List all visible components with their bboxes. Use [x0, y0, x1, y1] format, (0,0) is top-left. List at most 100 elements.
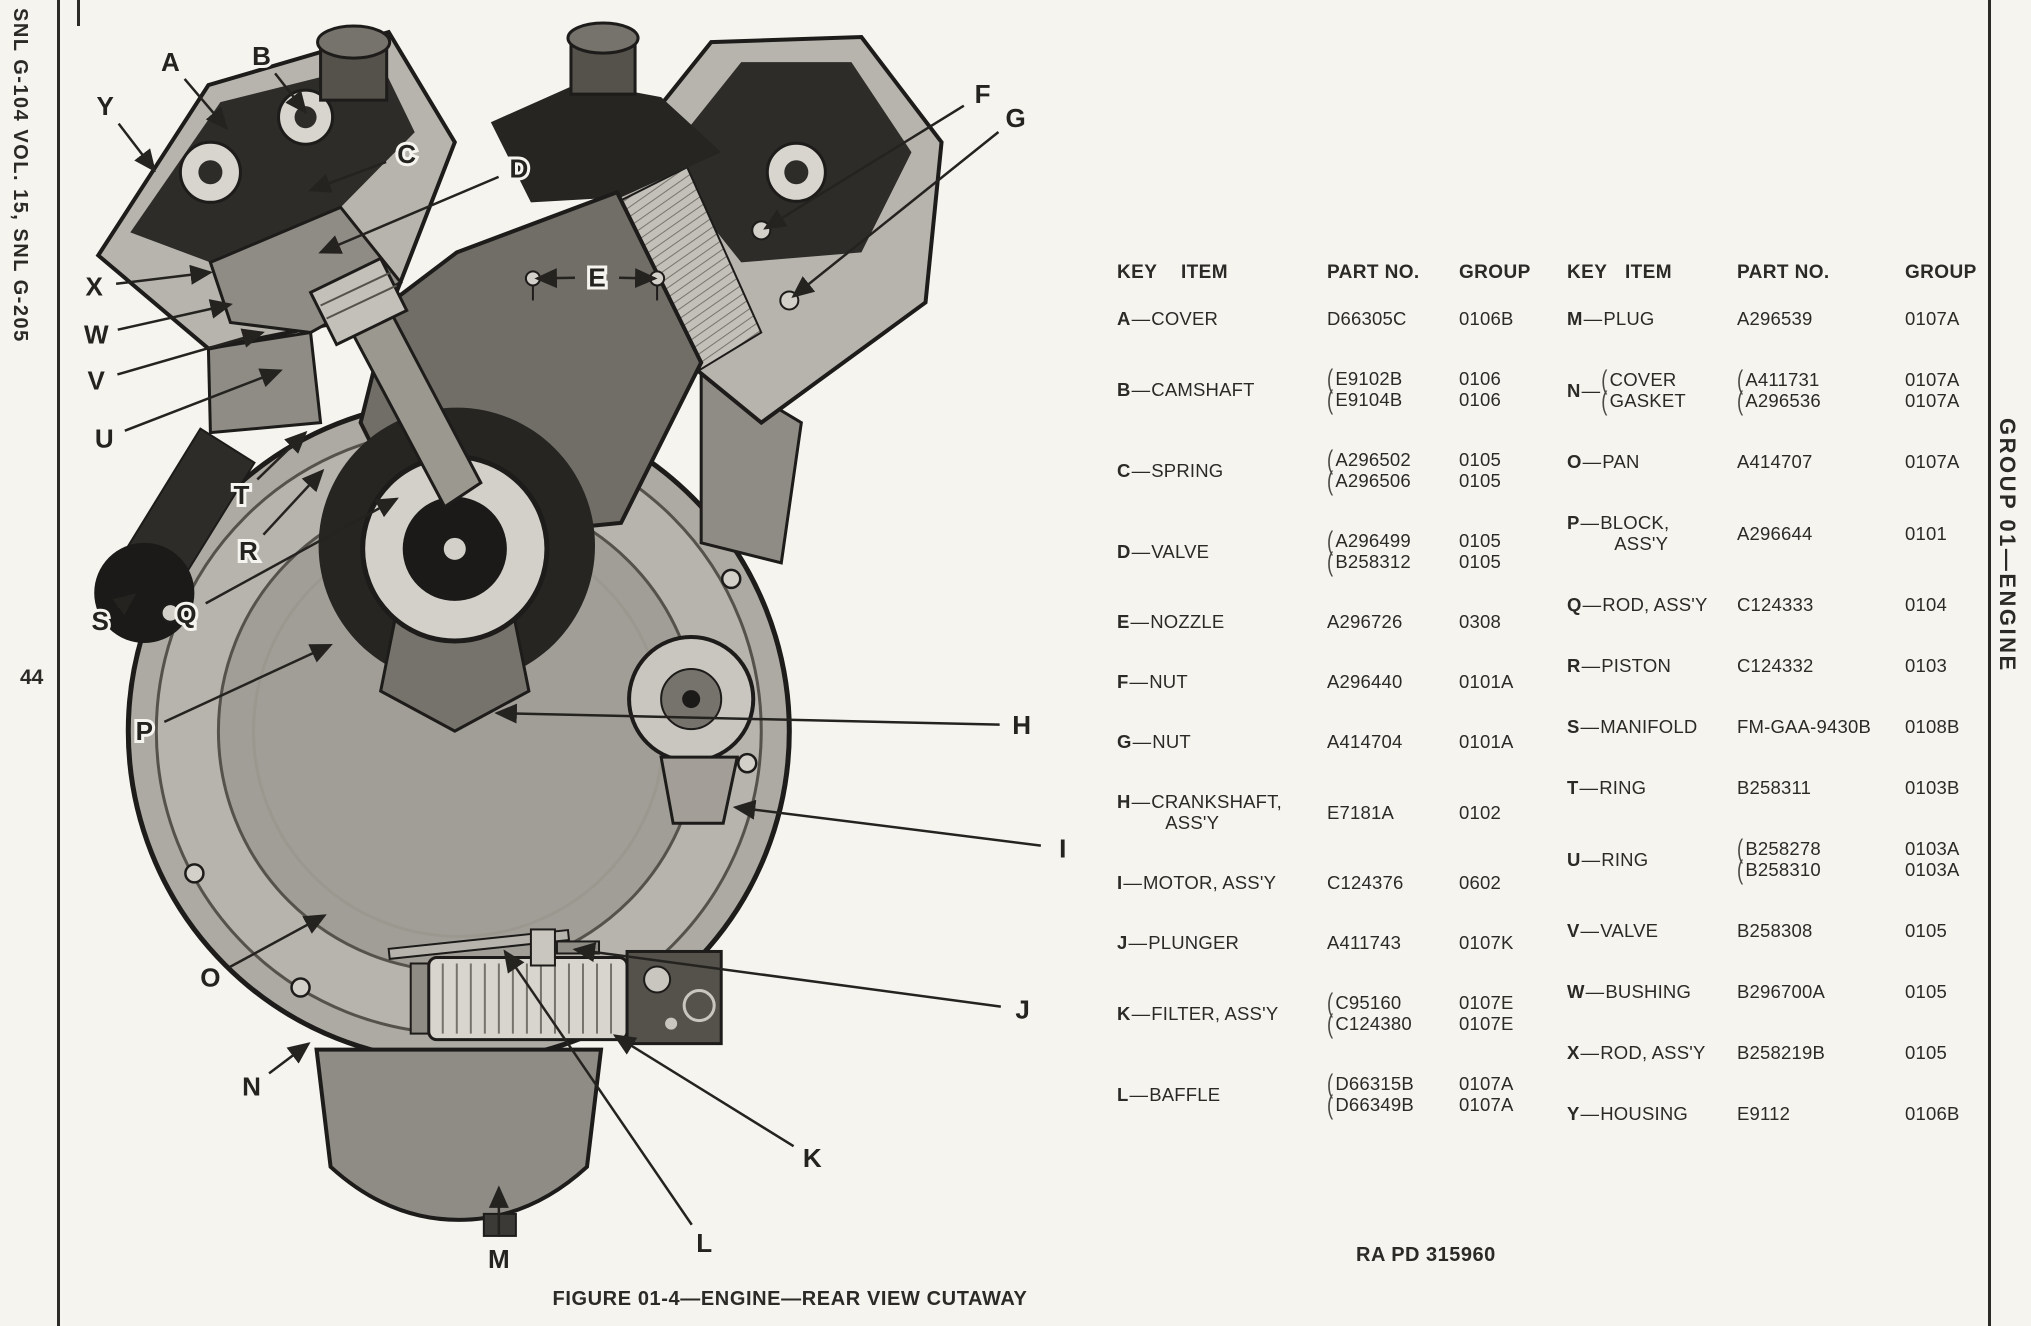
item-line: MOTOR, ASS'Y: [1143, 872, 1277, 893]
leader-line-L: [503, 949, 693, 1226]
row-key-separator: —: [1580, 716, 1600, 737]
group-no: 0107A: [1905, 390, 1960, 411]
row-key-item: E— NOZZLE: [1117, 611, 1327, 632]
row-key-separator: —: [1581, 848, 1601, 870]
row-groups: 0107K: [1459, 932, 1527, 953]
group-no: 0103A: [1905, 859, 1960, 880]
row-parts: E7181A: [1327, 802, 1459, 823]
row-key: V: [1567, 920, 1580, 941]
row-key: U: [1567, 848, 1581, 870]
row-key: H: [1117, 791, 1131, 812]
row-item: FILTER, ASS'Y: [1151, 1003, 1278, 1024]
item-line: MANIFOLD: [1600, 716, 1698, 737]
callout-letter-J: J: [1015, 995, 1029, 1025]
parts-table: KEY ITEM PART NO. GROUP A— COVER D66305C…: [1117, 262, 1991, 1164]
row-parts: A414704: [1327, 731, 1459, 752]
row-item: BAFFLE: [1149, 1084, 1220, 1105]
row-item: NOZZLE: [1150, 611, 1224, 632]
row-item: PLUNGER: [1148, 932, 1239, 953]
header-group: GROUP: [1905, 262, 1977, 283]
row-groups: 0103B: [1905, 777, 1987, 798]
callout-letter-G: G: [1006, 103, 1026, 133]
item-line: BLOCK,: [1600, 512, 1670, 533]
row-key-item: V— VALVE: [1567, 920, 1737, 941]
item-line: ASS'Y: [1614, 533, 1669, 554]
part-no: (E9104B: [1327, 384, 1403, 415]
parts-table-right-column: KEY ITEM PART NO. GROUP M— PLUG A296539 …: [1567, 262, 1991, 1164]
row-key-item: L— BAFFLE: [1117, 1084, 1327, 1105]
row-key-separator: —: [1131, 459, 1151, 481]
row-parts: A296644: [1737, 523, 1905, 544]
oil-pan: [314, 1047, 604, 1237]
callout-letter-Q: Q: [176, 599, 196, 629]
row-item: RING: [1601, 849, 1648, 870]
callout-letter-S: S: [92, 606, 109, 636]
table-row: G— NUT A414704 0101A: [1117, 731, 1527, 752]
header-part-no: PART NO.: [1737, 262, 1830, 283]
item-line: BAFFLE: [1149, 1083, 1221, 1105]
item-line: RING: [1599, 777, 1647, 798]
part-no: (B258278: [1737, 833, 1821, 864]
leader-line-E: [534, 268, 576, 289]
row-parts: (D66315B(D66349B: [1327, 1068, 1459, 1119]
leader-line-V: [117, 328, 265, 376]
row-parts: E9112: [1737, 1103, 1905, 1124]
part-no: (A411731: [1737, 364, 1820, 395]
group-no: 0106: [1459, 368, 1501, 389]
row-parts: (A296502(A296506: [1327, 444, 1459, 495]
row-key-separator: —: [1581, 655, 1601, 676]
part-no: A296440: [1327, 671, 1403, 692]
right-page-rule: [1988, 0, 1991, 1326]
connecting-rod-piston: [308, 256, 483, 509]
row-key-separator: —: [1131, 1002, 1151, 1024]
row-key: M: [1567, 308, 1583, 329]
row-key: Q: [1567, 594, 1582, 615]
leader-line-B: [274, 72, 308, 115]
callout-letter-R: R: [239, 536, 258, 566]
row-item: PISTON: [1601, 655, 1671, 676]
item-line: PLUG: [1603, 308, 1655, 329]
row-item: HOUSING: [1600, 1103, 1688, 1124]
item-line: NUT: [1149, 671, 1188, 692]
callout-letter-M: M: [488, 1244, 510, 1274]
row-key-separator: —: [1580, 1042, 1600, 1063]
row-item: CAMSHAFT: [1151, 379, 1254, 400]
callout-letter-V: V: [88, 366, 106, 396]
coolant-pipes: [316, 21, 640, 102]
row-key-separator: —: [1583, 308, 1603, 329]
page-number: 44: [20, 666, 44, 689]
callout-letter-D: D: [509, 153, 528, 183]
row-key: N: [1567, 379, 1581, 401]
row-item: ROD, ASS'Y: [1602, 594, 1707, 615]
row-key-separator: —: [1132, 731, 1152, 752]
row-key: A: [1117, 308, 1131, 329]
callout-letter-A: A: [161, 47, 180, 77]
item-line: BUSHING: [1605, 981, 1692, 1002]
item-line: PISTON: [1601, 655, 1672, 676]
starter-motor: [627, 634, 756, 825]
row-key: W: [1567, 981, 1585, 1002]
group-no: 0107E: [1459, 1013, 1514, 1034]
row-key-item: D— VALVE: [1117, 541, 1327, 562]
row-key-item: K— FILTER, ASS'Y: [1117, 1003, 1327, 1024]
part-no: B258311: [1737, 777, 1812, 798]
item-line: ROD, ASS'Y: [1602, 594, 1708, 615]
group-no: 0107E: [1459, 992, 1514, 1013]
housing-bolts: [160, 568, 758, 998]
group-no: 0105: [1905, 920, 1947, 941]
row-parts: (C95160(C124380: [1327, 987, 1459, 1038]
row-key-separator: —: [1582, 451, 1602, 472]
row-groups: 0105: [1905, 981, 1987, 1002]
table-row: F— NUT A296440 0101A: [1117, 671, 1527, 692]
callout-letter-L: L: [696, 1228, 712, 1258]
row-key-separator: —: [1581, 379, 1601, 401]
row-item: ROD, ASS'Y: [1600, 1042, 1705, 1063]
table-rows-left: A— COVER D66305C 0106B B— CAMSHAFT (E910…: [1117, 308, 1527, 1154]
leader-line-K: [612, 1034, 795, 1148]
